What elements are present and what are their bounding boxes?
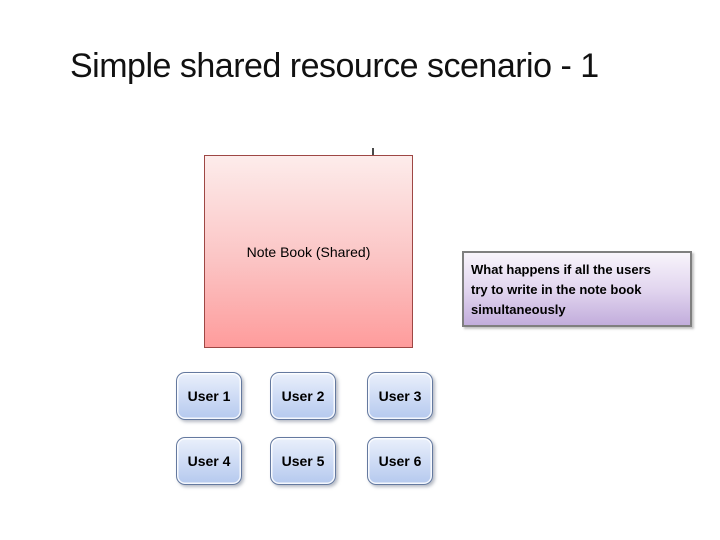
- callout-box: What happens if all the users try to wri…: [462, 251, 692, 327]
- callout-line-3: simultaneously: [471, 302, 566, 317]
- notebook-label: Note Book (Shared): [246, 243, 371, 260]
- user-label-1: User 1: [187, 388, 231, 404]
- user-box-3: User 3: [367, 372, 433, 420]
- user-box-4: User 4: [176, 437, 242, 485]
- slide-title: Simple shared resource scenario - 1: [70, 47, 599, 85]
- user-label-3: User 3: [378, 388, 422, 404]
- user-label-5: User 5: [281, 453, 325, 469]
- notebook-shared-box: Note Book (Shared): [204, 155, 413, 348]
- text-cursor-mark: [372, 148, 374, 155]
- user-box-2: User 2: [270, 372, 336, 420]
- callout-line-1: What happens if all the users: [471, 262, 651, 277]
- callout-line-2: try to write in the note book: [471, 282, 642, 297]
- user-box-6: User 6: [367, 437, 433, 485]
- user-label-4: User 4: [187, 453, 231, 469]
- user-label-6: User 6: [378, 453, 422, 469]
- user-box-5: User 5: [270, 437, 336, 485]
- user-label-2: User 2: [281, 388, 325, 404]
- user-box-1: User 1: [176, 372, 242, 420]
